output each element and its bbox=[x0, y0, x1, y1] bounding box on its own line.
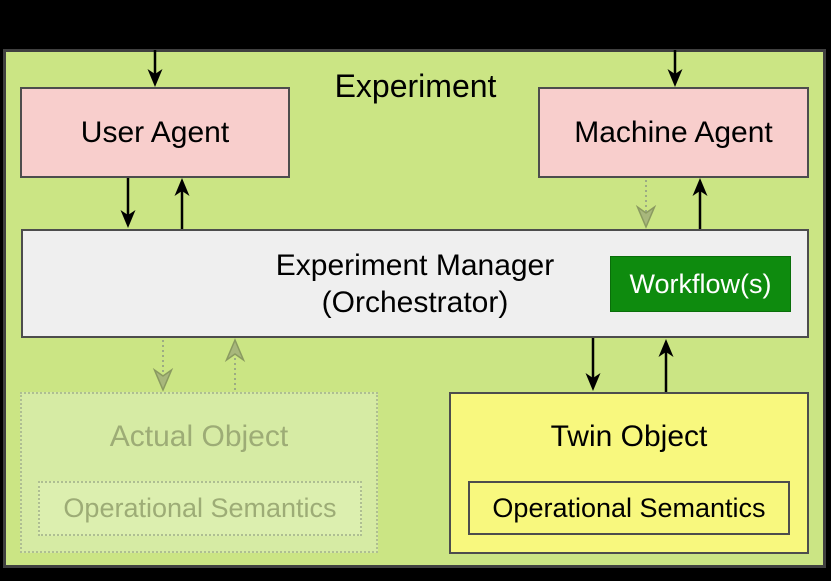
workflow-label: Workflow(s) bbox=[629, 268, 772, 299]
experiment-manager-label-line2: (Orchestrator) bbox=[321, 285, 509, 319]
experiment-label: Experiment bbox=[334, 68, 497, 104]
actual-operational-semantics-label: Operational Semantics bbox=[63, 493, 337, 523]
twin-object-label: Twin Object bbox=[550, 420, 708, 453]
user-agent-node: User Agent bbox=[20, 87, 290, 178]
twin-operational-semantics-node: Operational Semantics bbox=[468, 481, 790, 535]
actual-operational-semantics-node: Operational Semantics bbox=[38, 481, 362, 536]
experiment-manager-label-line1: Experiment Manager bbox=[275, 248, 555, 282]
twin-object-node: Twin Object Operational Semantics bbox=[449, 392, 809, 554]
machine-agent-node: Machine Agent bbox=[538, 87, 809, 178]
actual-object-node: Actual Object Operational Semantics bbox=[20, 392, 378, 553]
workflow-node: Workflow(s) bbox=[610, 256, 791, 312]
user-agent-label: User Agent bbox=[80, 115, 230, 149]
machine-agent-label: Machine Agent bbox=[574, 115, 773, 149]
twin-operational-semantics-label: Operational Semantics bbox=[492, 492, 766, 523]
actual-object-label: Actual Object bbox=[109, 420, 289, 453]
